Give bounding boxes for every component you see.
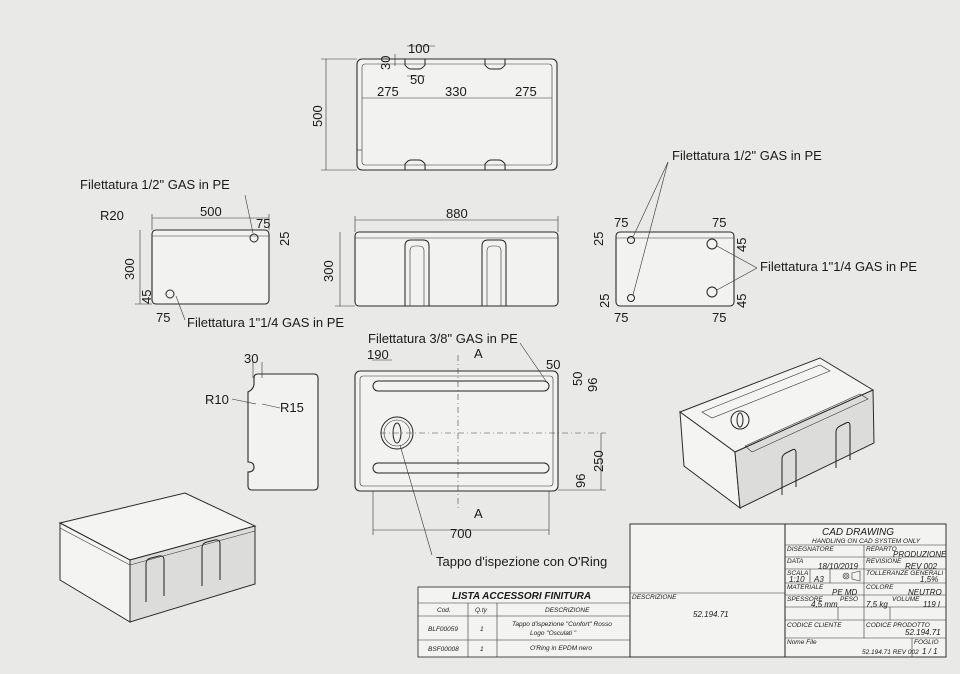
tb-mat-label: MATERIALE [787, 584, 824, 591]
tb-vol-value: 119 l [923, 600, 940, 609]
accessories-row-2-qty: 1 [480, 646, 484, 653]
left-side-view: 500 75 25 300 45 75 R20 Filettatura 1/2"… [80, 177, 344, 330]
tb-descr-value: 52.194.71 [693, 610, 729, 619]
tb-color-value: NEUTRO [908, 588, 942, 597]
tb-thick-value: 4,5 mm [811, 600, 838, 609]
iso-view-right [678, 357, 875, 510]
dim-top-275b: 275 [515, 84, 537, 99]
dim-left-75b: 75 [156, 310, 170, 325]
tb-thick-label: SPESSORE [787, 596, 823, 603]
accessories-row-1-qty: 1 [480, 626, 484, 633]
tb-file-value: 52.194.71 REV 002 [862, 649, 919, 656]
tb-date-value: 18/10/2019 [818, 562, 859, 571]
right-side-view: 75 75 25 45 25 75 75 45 Filettatura 1/2"… [591, 148, 917, 325]
projection-symbol-icon [842, 570, 861, 582]
dim-left-r20: R20 [100, 208, 124, 223]
note-tappo-ispezione: Tappo d'ispezione con O'Ring [436, 554, 607, 569]
tb-subheader: HANDLING ON CAD SYSTEM ONLY [812, 538, 921, 545]
accessories-row-1-cod: BLF00059 [428, 626, 458, 633]
slot-detail: 30 R10 R15 [205, 351, 319, 491]
tb-dept-label: REPARTO [866, 546, 897, 553]
tb-prod-value: 52.194.71 [905, 628, 941, 637]
tb-date-label: DATA [787, 558, 803, 565]
front-view: 880 300 [321, 206, 559, 307]
tb-weight-label: PESO [840, 596, 858, 603]
dim-top-330: 330 [445, 84, 467, 99]
dim-top-275a: 275 [377, 84, 399, 99]
dim-lid-50v: 50 [570, 372, 585, 386]
tb-client-label: CODICE CLIENTE [787, 622, 842, 629]
accessories-row-1-desc1: Tappo d'ispezione "Confort" Rosso [512, 621, 612, 628]
dim-right-25b: 25 [597, 294, 612, 308]
accessories-col-qty: Q.ty [475, 607, 488, 614]
tb-designer-label: DISEGNATORE [787, 546, 834, 553]
accessories-row-2-desc: O'Ring in EPDM nero [530, 645, 592, 652]
dim-top-30: 30 [378, 56, 393, 70]
tb-mat-value: PE MD [832, 588, 858, 597]
tb-file-label: Nome File [787, 639, 817, 646]
accessories-row-2-cod: BSF00008 [428, 646, 459, 653]
dim-left-75: 75 [256, 216, 270, 231]
tb-format-value: A3 [813, 575, 824, 584]
tb-weight-value: 7,5 kg [866, 600, 888, 609]
dim-lid-250: 250 [591, 450, 606, 472]
dim-slot-r15: R15 [280, 400, 304, 415]
dim-top-500: 500 [310, 105, 325, 127]
dim-front-300: 300 [321, 260, 336, 282]
dim-slot-30: 30 [244, 351, 258, 366]
dim-lid-96: 96 [585, 378, 600, 392]
dim-right-45b: 45 [734, 294, 749, 308]
title-block: CAD DRAWING HANDLING ON CAD SYSTEM ONLY … [629, 523, 947, 658]
note-filettatura-114-left: Filettatura 1"1/4 GAS in PE [187, 315, 344, 330]
dim-top-100: 100 [408, 41, 430, 56]
dim-slot-r10: R10 [205, 392, 229, 407]
dim-lid-a-top: A [474, 346, 483, 361]
lid-view: 190 A A 50 50 96 250 96 700 Filettatura … [354, 331, 607, 569]
tb-sheet-label: FOGLIO [914, 639, 939, 646]
dim-lid-190: 190 [367, 347, 389, 362]
tb-vol-label: VOLUME [892, 596, 920, 603]
accessories-col-desc: DESCRIZIONE [545, 607, 590, 614]
dim-left-45: 45 [139, 290, 154, 304]
top-view: 100 30 50 275 330 275 500 [310, 41, 558, 171]
tb-rev-value: REV 002 [905, 562, 938, 571]
dim-top-50: 50 [410, 72, 424, 87]
tb-scale-value: 1:10 [789, 575, 805, 584]
note-filettatura-114-right: Filettatura 1"1/4 GAS in PE [760, 259, 917, 274]
accessories-col-cod: Cod. [437, 607, 451, 614]
accessories-row-1-desc2: Logo "Osculati " [530, 630, 577, 637]
dim-right-25a: 25 [591, 232, 606, 246]
tb-tol-value: 1,5% [920, 575, 938, 584]
note-filettatura-half-left: Filettatura 1/2" GAS in PE [80, 177, 230, 192]
dim-lid-50: 50 [546, 357, 560, 372]
dim-lid-a-bottom: A [474, 506, 483, 521]
iso-view-left [58, 492, 257, 623]
accessories-table: LISTA ACCESSORI FINITURA Cod. Q.ty DESCR… [417, 586, 631, 658]
dim-left-300: 300 [122, 258, 137, 280]
dim-right-45a: 45 [734, 238, 749, 252]
tb-dept-value: PRODUZIONE [893, 550, 947, 559]
dim-left-500: 500 [200, 204, 222, 219]
accessories-title: LISTA ACCESSORI FINITURA [452, 591, 591, 602]
dim-right-75d: 75 [712, 310, 726, 325]
tb-scale-label: SCALA [787, 570, 808, 577]
tb-prod-label: CODICE PRODOTTO [866, 622, 930, 629]
dim-right-75b: 75 [712, 215, 726, 230]
tb-tol-label: TOLLERANZE GENERALI [866, 570, 943, 577]
tb-header: CAD DRAWING [822, 527, 894, 538]
dim-right-75c: 75 [614, 310, 628, 325]
dim-lid-700: 700 [450, 526, 472, 541]
tb-rev-label: REVISIONE [866, 558, 902, 565]
dim-lid-96b: 96 [573, 474, 588, 488]
note-filettatura-half-right: Filettatura 1/2" GAS in PE [672, 148, 822, 163]
dim-left-25: 25 [277, 232, 292, 246]
tb-descr-label: DESCRIZIONE [632, 594, 677, 601]
note-filettatura-38: Filettatura 3/8" GAS in PE [368, 331, 518, 346]
tb-sheet-value: 1 / 1 [922, 647, 938, 656]
tb-color-label: COLORE [866, 584, 894, 591]
dim-right-75a: 75 [614, 215, 628, 230]
dim-front-880: 880 [446, 206, 468, 221]
